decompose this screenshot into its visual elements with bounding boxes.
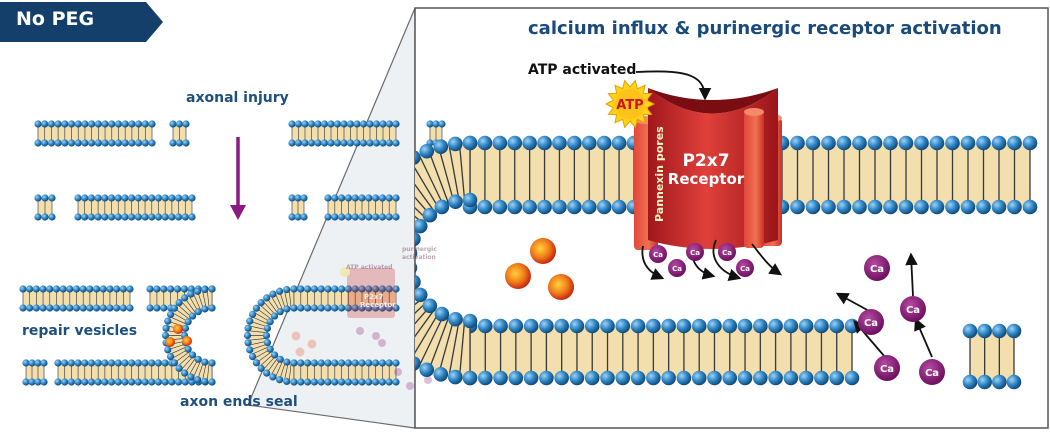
atp-badge-label: ATP bbox=[616, 98, 643, 113]
small-vesicles bbox=[165, 324, 192, 347]
calcium-ion-label: Ca bbox=[740, 265, 750, 273]
calcium-ion-label: Ca bbox=[870, 264, 884, 275]
panel-title: calcium influx & purinergic receptor act… bbox=[528, 18, 1002, 39]
ghost-activation-label: activation bbox=[402, 254, 436, 261]
ghost-receptor-line1: P2x7 bbox=[364, 293, 384, 301]
pannexin-pores-label: Pannexin pores bbox=[653, 126, 666, 222]
down-arrow-icon bbox=[230, 205, 246, 220]
ghost-receptor-line2: Receptor bbox=[360, 301, 396, 309]
calcium-ion-label: Ca bbox=[690, 249, 700, 257]
receptor-label-line2: Receptor bbox=[668, 170, 745, 188]
repair-vesicles-label: repair vesicles bbox=[22, 323, 138, 339]
calcium-ion-label: Ca bbox=[653, 251, 663, 259]
p2x7-receptor bbox=[634, 88, 782, 250]
axon-ends-seal-label: axon ends seal bbox=[180, 394, 298, 410]
receptor-label-line1: P2x7 bbox=[682, 151, 729, 171]
calcium-ion-label: Ca bbox=[880, 364, 894, 375]
ghost-preview bbox=[291, 267, 432, 390]
axonal-injury-label: axonal injury bbox=[186, 90, 289, 106]
header-tag-label: No PEG bbox=[16, 8, 95, 30]
header-tag: No PEG bbox=[0, 2, 163, 42]
atp-activated-label: ATP activated bbox=[528, 62, 637, 78]
calcium-ion-label: Ca bbox=[722, 249, 732, 257]
starburst-icon bbox=[604, 79, 656, 129]
zoomed-membrane bbox=[415, 135, 1038, 390]
ghost-purinergic-label: purinergic bbox=[402, 246, 437, 253]
ghost-atp-label: ATP activated bbox=[346, 264, 393, 271]
calcium-ion-label: Ca bbox=[864, 318, 878, 329]
curved-arrow-icon bbox=[635, 70, 712, 101]
large-vesicles bbox=[505, 238, 574, 300]
calcium-ion-label: Ca bbox=[925, 368, 939, 379]
calcium-ion-label: Ca bbox=[672, 265, 682, 273]
influx-arrows bbox=[641, 239, 933, 358]
left-membranes bbox=[19, 120, 446, 386]
calcium-ion-label: Ca bbox=[906, 305, 920, 316]
